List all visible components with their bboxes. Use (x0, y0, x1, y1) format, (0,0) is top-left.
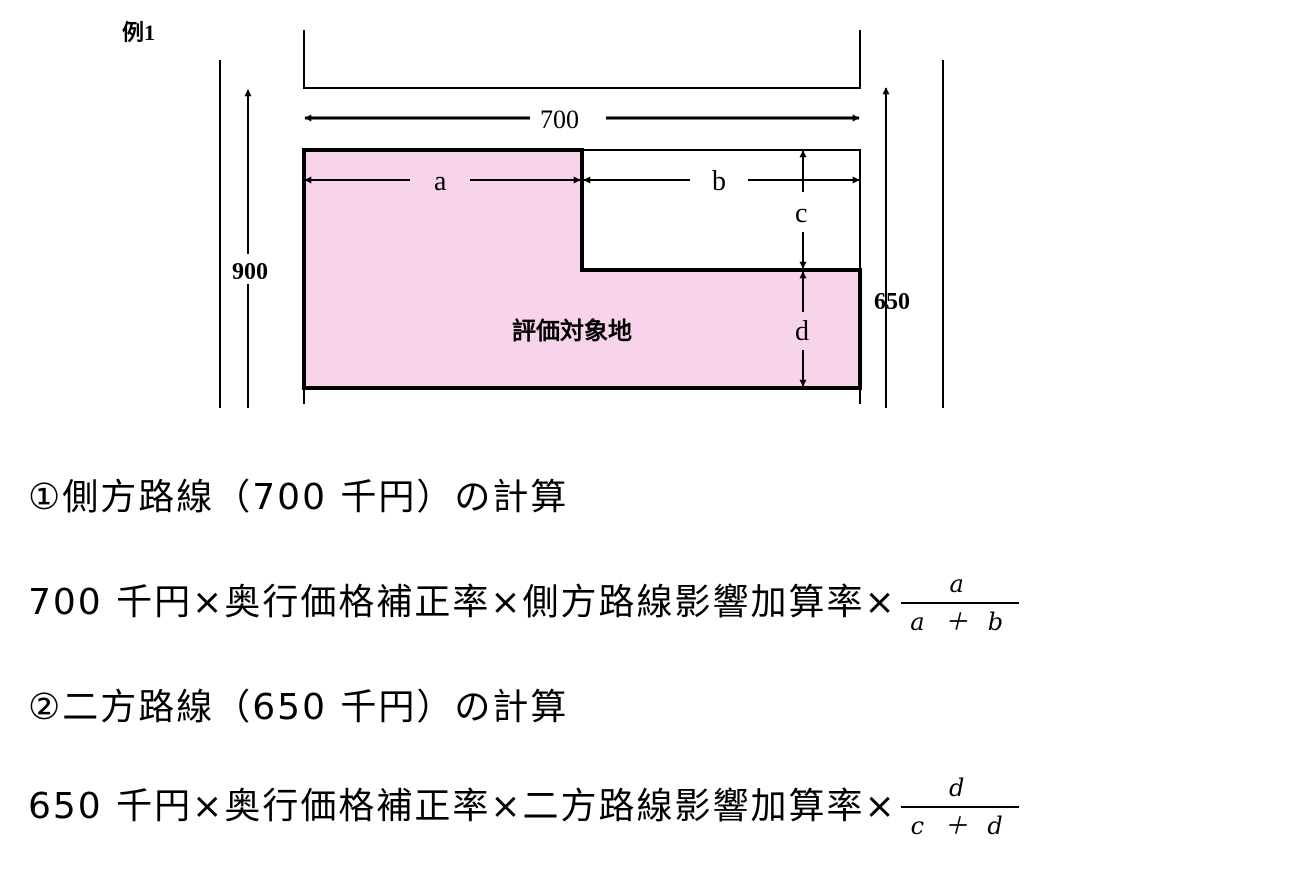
section1-numerator: a (949, 570, 970, 598)
section2-numerator: d (948, 774, 971, 802)
section1-heading: ①側方路線（700 千円）の計算 (28, 477, 569, 518)
top-road-boundary (303, 30, 861, 89)
section1-fraction-bar (900, 602, 1019, 604)
section2-fraction: d c ＋ d (900, 774, 1019, 840)
land-diagram: 例1 900 650 700 a b c d 評価対象地 (122, 20, 944, 408)
width-label: 700 (540, 105, 579, 134)
section1-formula-text: 700 千円×奥行価格補正率×側方路線影響加算率× (28, 582, 897, 623)
section2-denominator: c ＋ d (910, 812, 1009, 840)
adjacent-parcel (581, 149, 861, 271)
d-label: d (795, 316, 809, 347)
section1-denominator: a ＋ b (910, 608, 1010, 636)
section1-fraction: a a ＋ b (900, 570, 1019, 636)
left-road-label: 900 (232, 259, 268, 285)
right-road-label: 650 (874, 289, 910, 315)
c-label: c (795, 198, 807, 229)
b-label: b (712, 166, 726, 197)
section2-formula-text: 650 千円×奥行価格補正率×二方路線影響加算率× (28, 786, 897, 827)
a-label: a (434, 166, 447, 197)
section2-formula: 650 千円×奥行価格補正率×二方路線影響加算率× d c ＋ d (28, 776, 1019, 838)
section2-heading: ②二方路線（650 千円）の計算 (28, 687, 569, 728)
subject-label: 評価対象地 (512, 317, 632, 345)
example-label: 例1 (122, 20, 155, 45)
section2-fraction-bar (900, 806, 1019, 808)
section1-formula: 700 千円×奥行価格補正率×側方路線影響加算率× a a ＋ b (28, 572, 1019, 634)
